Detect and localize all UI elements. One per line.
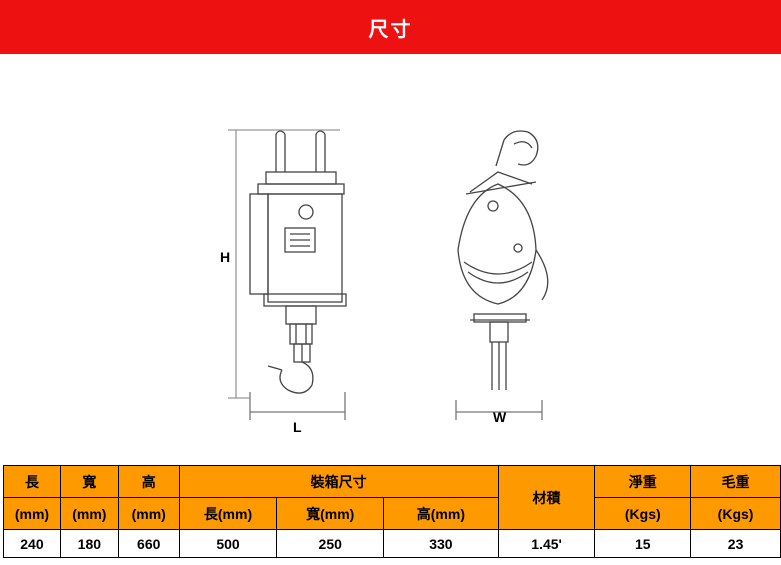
value-net-weight: 15 (594, 529, 692, 558)
length-label: L (293, 419, 302, 435)
header-length: 長 (3, 465, 61, 498)
value-length: 240 (3, 529, 61, 558)
packing-length: 長(mm) (178, 497, 278, 530)
header-volume: 材積 (497, 465, 596, 530)
header-width: 寬 (59, 465, 119, 498)
banner-title: 尺寸 (368, 16, 413, 41)
width-label: W (493, 409, 507, 425)
value-gross-weight: 23 (690, 529, 781, 558)
packing-height: 高(mm) (383, 497, 499, 530)
unit-length: (mm) (3, 497, 61, 530)
header-gross-weight: 毛重 (690, 465, 781, 498)
value-packing-width: 250 (276, 529, 385, 558)
height-label: H (220, 249, 230, 265)
header-net-weight: 淨重 (594, 465, 692, 498)
value-packing-length: 500 (178, 529, 278, 558)
spec-table: 長 寬 高 裝箱尺寸 材積 淨重 毛重 (mm) (mm) (mm) 長(mm)… (3, 465, 781, 558)
header-height: 高 (117, 465, 180, 498)
value-volume: 1.45' (497, 529, 596, 558)
title-banner: 尺寸 (0, 0, 781, 54)
unit-gross-weight: (Kgs) (690, 497, 781, 530)
unit-width: (mm) (59, 497, 119, 530)
value-width: 180 (59, 529, 119, 558)
unit-net-weight: (Kgs) (594, 497, 692, 530)
unit-height: (mm) (117, 497, 180, 530)
value-height: 660 (117, 529, 180, 558)
packing-width: 寬(mm) (276, 497, 385, 530)
header-packing-size: 裝箱尺寸 (178, 465, 499, 498)
value-packing-height: 330 (383, 529, 499, 558)
hoist-dimension-drawing: H L W (220, 129, 549, 435)
